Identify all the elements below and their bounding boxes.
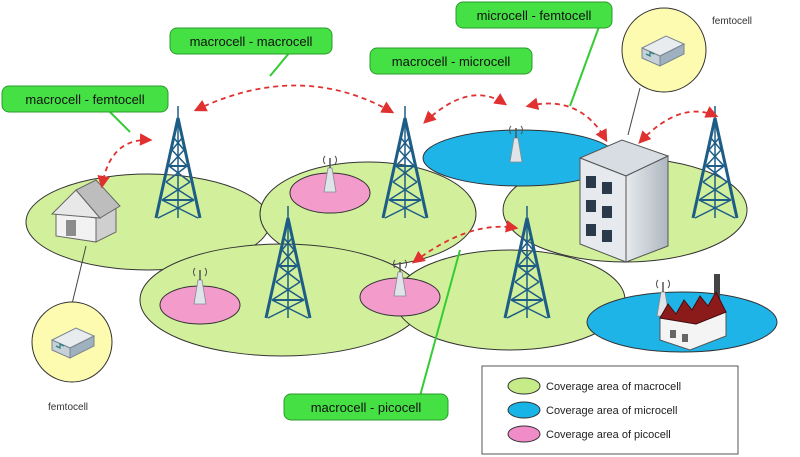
office-building-icon [578,139,670,263]
svg-text:Coverage area of microcell: Coverage area of microcell [546,405,677,417]
svg-text:macrocell - picocell: macrocell - picocell [311,400,422,415]
tag-microcell-femtocell: microcell - femtocell [455,1,613,29]
arrow-femto-macro [638,106,719,144]
tag-macrocell-macrocell: macrocell - macrocell [169,27,333,55]
svg-text:Coverage area of macrocell: Coverage area of macrocell [546,381,681,393]
svg-text:macrocell - microcell: macrocell - microcell [392,54,511,69]
tag-macrocell-picocell: macrocell - picocell [283,393,449,421]
arrow-macro-pico [411,220,519,264]
arrow-macro-macro [193,84,395,114]
femtocell-label-bottom: femtocell [48,402,88,413]
arrow-micro-femto [525,97,608,143]
femtocell-callout-top [621,7,707,136]
svg-text:macrocell - macrocell: macrocell - macrocell [190,34,313,49]
legend-item-macrocell: Coverage area of macrocell [507,377,681,395]
legend-item-microcell: Coverage area of microcell [507,401,677,419]
femtocell-callout-bottom [31,245,113,383]
svg-text:macrocell - femtocell: macrocell - femtocell [25,92,144,107]
femtocell-label-top: femtocell [712,16,752,27]
link-arrows [97,84,719,264]
legend: Coverage area of macrocell Coverage area… [481,365,739,455]
house-icon [50,179,121,243]
svg-text:Coverage area of picocell: Coverage area of picocell [546,429,671,441]
arrow-macro-femto [97,133,153,189]
svg-text:microcell - femtocell: microcell - femtocell [477,8,592,23]
tag-connectors [109,23,601,397]
legend-item-picocell: Coverage area of picocell [507,425,671,443]
arrow-macro-micro [423,93,508,124]
factory-icon [659,274,727,351]
tag-macrocell-femtocell: macrocell - femtocell [1,85,169,113]
tag-macrocell-microcell: macrocell - microcell [369,47,533,75]
